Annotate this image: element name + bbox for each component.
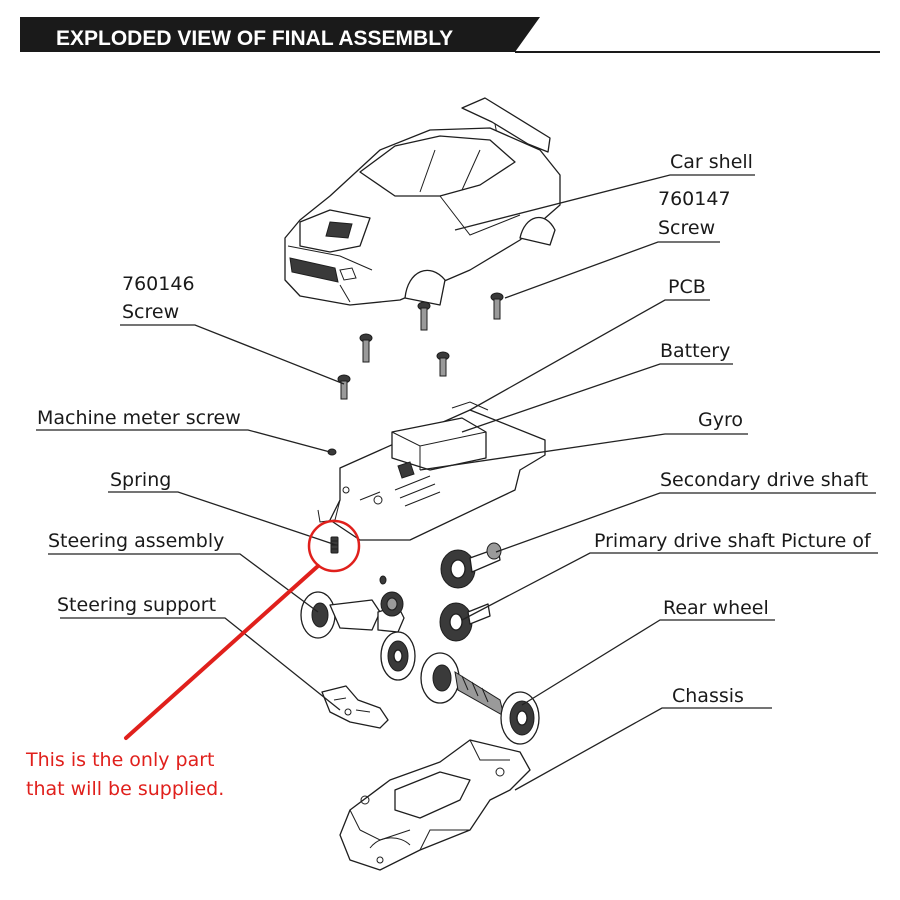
label-screw-760146-name: Screw <box>122 301 179 323</box>
header-banner: EXPLODED VIEW OF FINAL ASSEMBLY <box>20 17 880 53</box>
label-screw-760147-name: Screw <box>658 217 715 239</box>
rear-wheel-part <box>420 652 540 745</box>
label-primary-drive-shaft: Primary drive shaft Picture of <box>594 530 872 552</box>
label-screw-760146-code: 760146 <box>122 273 195 295</box>
screw-760146 <box>337 374 351 400</box>
annotation-pointer <box>124 564 320 740</box>
page-title: EXPLODED VIEW OF FINAL ASSEMBLY <box>56 27 453 50</box>
steering-gear <box>380 591 404 617</box>
car-shell-part <box>284 97 561 306</box>
label-secondary-drive-shaft: Secondary drive shaft <box>660 469 868 491</box>
supplied-part-annotation: This is the only part that will be suppl… <box>25 519 361 800</box>
label-battery: Battery <box>660 340 730 362</box>
leader-lines <box>36 174 878 791</box>
label-spring: Spring <box>110 469 171 491</box>
steering-support-part <box>321 685 389 729</box>
steering-assembly-part <box>300 575 416 681</box>
chassis-part <box>339 739 531 871</box>
label-machine-meter-screw: Machine meter screw <box>37 407 241 429</box>
annotation-line-2: that will be supplied. <box>26 778 224 800</box>
label-chassis: Chassis <box>672 685 744 707</box>
screw-top-center <box>417 301 431 331</box>
label-pcb: PCB <box>668 276 706 298</box>
screw-center-lower <box>436 351 450 377</box>
annotation-line-1: This is the only part <box>25 749 215 771</box>
primary-drive-shaft-part <box>439 602 491 642</box>
label-steering-support: Steering support <box>57 594 216 616</box>
screw-left-upper <box>359 333 373 363</box>
label-gyro: Gyro <box>698 409 743 431</box>
label-screw-760147-code: 760147 <box>658 188 731 210</box>
label-rear-wheel: Rear wheel <box>663 597 769 619</box>
screw-760147 <box>490 292 504 320</box>
highlight-circle <box>307 519 361 573</box>
label-steering-assembly: Steering assembly <box>48 530 224 552</box>
pcb-board-part <box>317 401 546 541</box>
secondary-drive-shaft-part <box>440 542 502 589</box>
label-car-shell: Car shell <box>670 151 753 173</box>
